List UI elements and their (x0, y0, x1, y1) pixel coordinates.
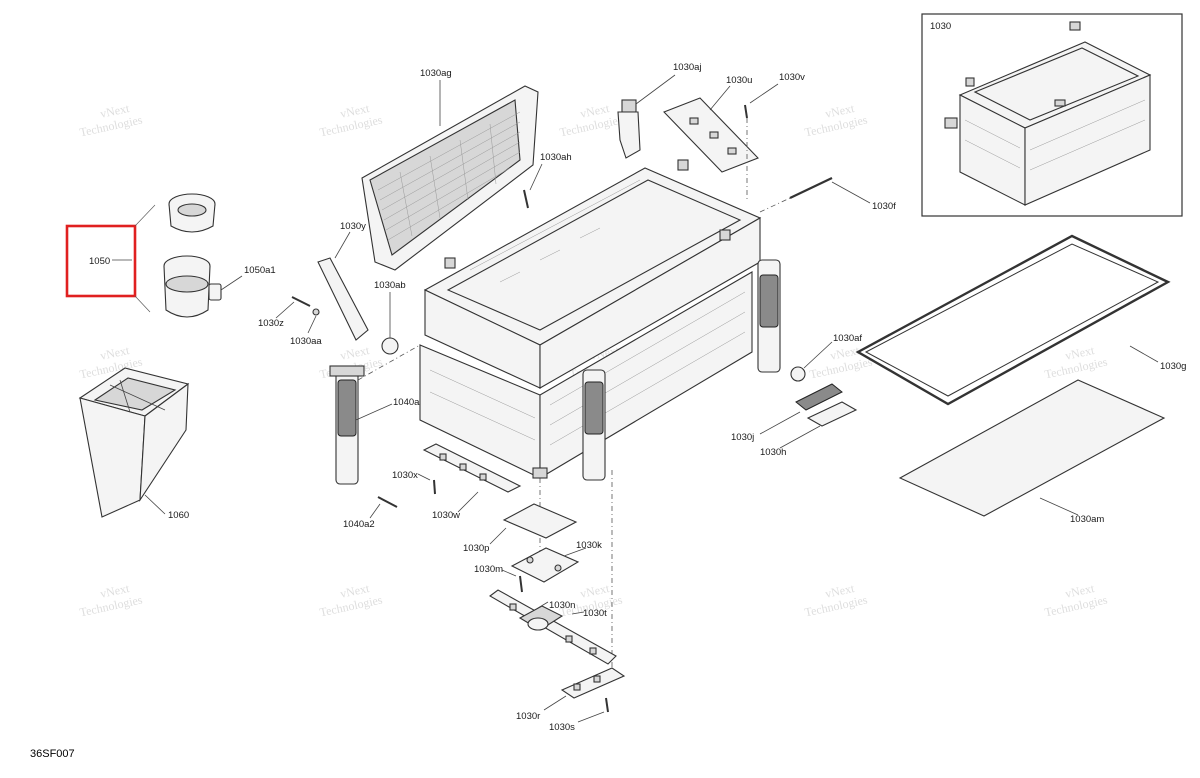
cup-holder-1050a1 (163, 255, 243, 318)
latch-1030aj (617, 74, 676, 159)
svg-text:vNext: vNext (824, 101, 856, 121)
svg-text:vNext: vNext (339, 343, 371, 363)
svg-text:vNext: vNext (824, 581, 856, 601)
label-1030am: 1030am (1070, 514, 1104, 525)
pad-1030p (489, 503, 578, 545)
bracket-1030u (663, 85, 759, 173)
label-1040a2: 1040a2 (343, 519, 375, 530)
label-1030j: 1030j (731, 432, 754, 443)
leg-1040a (329, 344, 421, 485)
label-1030y: 1030y (340, 221, 366, 232)
screw-1030x (417, 473, 436, 495)
inset-label: 1030 (930, 21, 951, 32)
watermark: vNext Technologies (558, 101, 624, 140)
label-1030n: 1030n (549, 600, 575, 611)
svg-text:vNext: vNext (99, 101, 131, 121)
screw-1030m (501, 569, 523, 593)
svg-text:vNext: vNext (829, 343, 861, 363)
side-bracket-1030y (317, 231, 369, 341)
screw-1040a2 (369, 496, 398, 519)
inset-storage-box (944, 21, 1152, 206)
label-1030aa: 1030aa (290, 336, 322, 347)
diagram-code: 36SF007 (30, 748, 75, 760)
label-1030aj: 1030aj (673, 62, 702, 73)
label-1050: 1050 (89, 256, 110, 267)
leg-front (582, 369, 606, 481)
svg-text:vNext: vNext (579, 101, 611, 121)
cup-holder-ring (168, 193, 216, 233)
clamp-1030n (537, 601, 549, 609)
label-1030ab: 1030ab (374, 280, 406, 291)
label-1030h: 1030h (760, 447, 786, 458)
svg-text:vNext: vNext (99, 581, 131, 601)
svg-text:vNext: vNext (339, 101, 371, 121)
label-1030t: 1030t (583, 608, 607, 619)
watermark: vNext Technologies (78, 101, 144, 140)
label-1030f: 1030f (872, 201, 896, 212)
label-1030z: 1030z (258, 318, 284, 329)
svg-text:vNext: vNext (339, 581, 371, 601)
screw-1030v (744, 83, 779, 200)
svg-text:vNext: vNext (99, 343, 131, 363)
watermark: vNext Technologies (318, 101, 384, 140)
leg-rear-right (757, 259, 781, 373)
rail-1030w (422, 443, 522, 513)
highlighted-part-1050[interactable]: 1050 (65, 204, 156, 313)
label-1030r: 1030r (516, 711, 540, 722)
label-1030af: 1030af (833, 333, 862, 344)
washer-1030aa (307, 308, 320, 334)
watermark: vNext Technologies (318, 581, 384, 620)
label-1030p: 1030p (463, 543, 489, 554)
screw-1030s (577, 697, 609, 723)
label-1030s: 1030s (549, 722, 575, 733)
watermark: vNext Technologies (803, 101, 869, 140)
inset-view: 1030 (921, 13, 1183, 217)
svg-text:vNext: vNext (579, 581, 611, 601)
label-1030ag: 1030ag (420, 68, 452, 79)
rod-1030f (759, 177, 871, 213)
svg-text:vNext: vNext (1064, 581, 1096, 601)
mat-1030am (898, 379, 1166, 517)
gasket-1030g (855, 234, 1171, 406)
bracket-1030r (543, 667, 626, 711)
watermark: vNext Technologies (808, 343, 874, 382)
watermark: vNext Technologies (78, 581, 144, 620)
screw-1030z (275, 296, 311, 319)
label-1030m: 1030m (474, 564, 503, 575)
plate-1030k (510, 547, 587, 583)
label-plate-1030j (759, 383, 843, 435)
label-1050a1: 1050a1 (244, 265, 276, 276)
label-1040a: 1040a (393, 397, 420, 408)
rail-1030t (489, 589, 617, 665)
label-1060: 1060 (168, 510, 189, 521)
label-1030u: 1030u (726, 75, 752, 86)
svg-text:vNext: vNext (1064, 343, 1096, 363)
knob-1030af (790, 341, 833, 382)
highlight-frame (65, 224, 137, 298)
label-1030ah: 1030ah (540, 152, 572, 163)
label-1030w: 1030w (432, 510, 460, 521)
watermark: vNext Technologies (1043, 581, 1109, 620)
screw-1030ah (523, 163, 543, 209)
sticker-1030h (779, 401, 858, 449)
knob-1030ab (381, 292, 399, 355)
lid-1030ag (361, 80, 539, 271)
label-1030g: 1030g (1160, 361, 1186, 372)
label-1030x: 1030x (392, 470, 418, 481)
watermark: vNext Technologies (803, 581, 869, 620)
storage-bin-1060 (78, 367, 190, 518)
label-1030k: 1030k (576, 540, 602, 551)
label-1030v: 1030v (779, 72, 805, 83)
